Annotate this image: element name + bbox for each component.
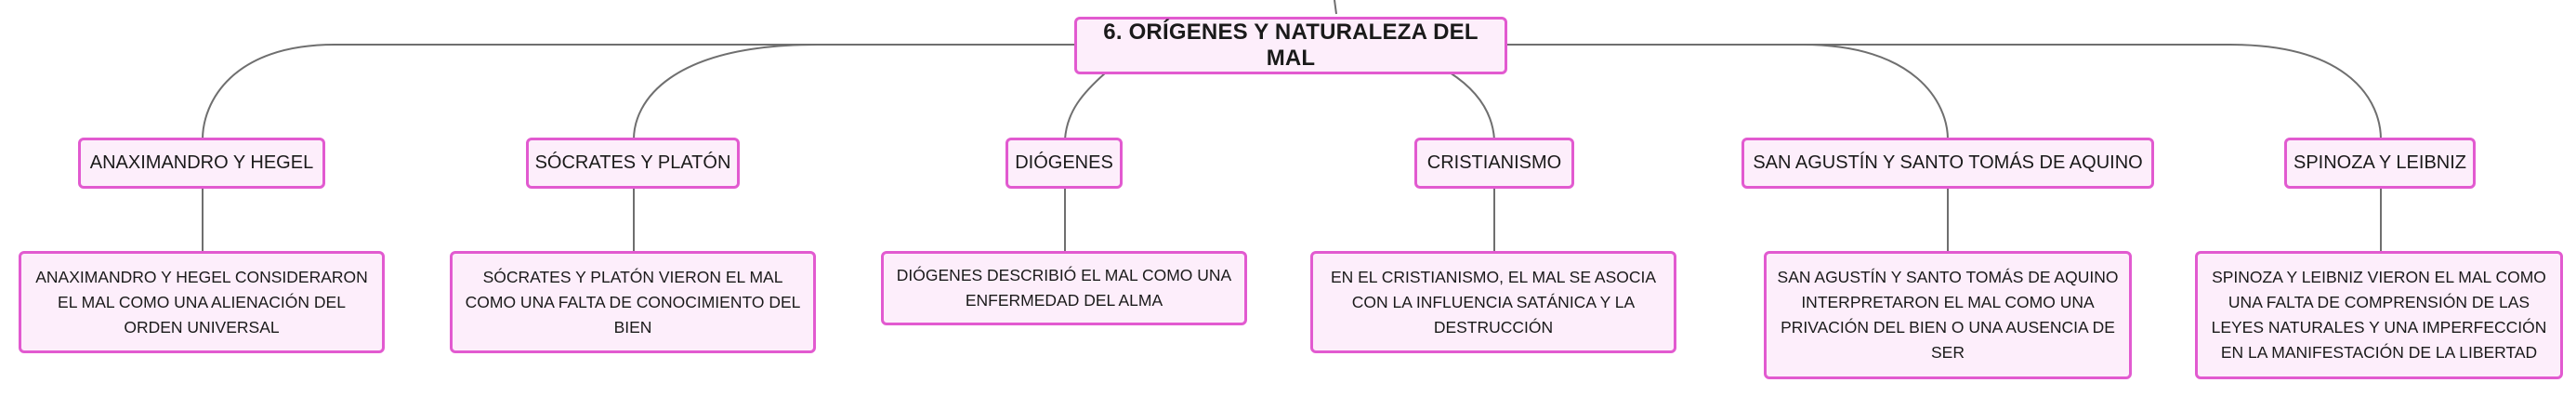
detail-text: ANAXIMANDRO Y HEGEL CONSIDERARON EL MAL … (35, 267, 368, 337)
topic-label: SÓCRATES Y PLATÓN (534, 152, 731, 173)
detail-text: SAN AGUSTÍN Y SANTO TOMÁS DE AQUINO INTE… (1777, 268, 2119, 362)
detail-text: DIÓGENES DESCRIBIÓ EL MAL COMO UNA ENFER… (896, 266, 1232, 310)
topic-node-anaximandro-hegel[interactable]: ANAXIMANDRO Y HEGEL (78, 138, 325, 189)
topic-label: SPINOZA Y LEIBNIZ (2293, 152, 2466, 173)
connector-root-topic-4 (1449, 72, 1495, 140)
connector-root-topic-3 (1064, 72, 1107, 140)
topic-label: CRISTIANISMO (1426, 152, 1562, 173)
topic-label: ANAXIMANDRO Y HEGEL (89, 152, 314, 173)
root-title: 6. ORÍGENES Y NATURALEZA DEL MAL (1103, 20, 1479, 71)
topic-node-diogenes[interactable]: DIÓGENES (1005, 138, 1123, 189)
detail-text: EN EL CRISTIANISMO, EL MAL SE ASOCIA CON… (1330, 267, 1657, 337)
detail-text: SÓCRATES Y PLATÓN VIERON EL MAL COMO UNA… (465, 267, 801, 337)
connector-root-topic-2 (633, 43, 1076, 140)
connector-root-topic-5 (1505, 43, 1949, 140)
detail-node-spinoza-leibniz[interactable]: SPINOZA Y LEIBNIZ VIERON EL MAL COMO UNA… (2195, 251, 2563, 379)
root-node[interactable]: 6. ORÍGENES Y NATURALEZA DEL MAL (1074, 17, 1507, 74)
topic-node-socrates-platon[interactable]: SÓCRATES Y PLATÓN (526, 138, 740, 189)
detail-node-cristianismo[interactable]: EN EL CRISTIANISMO, EL MAL SE ASOCIA CON… (1310, 251, 1676, 353)
detail-node-anaximandro-hegel[interactable]: ANAXIMANDRO Y HEGEL CONSIDERARON EL MAL … (19, 251, 385, 353)
detail-node-san-agustin-santo-tomas[interactable]: SAN AGUSTÍN Y SANTO TOMÁS DE AQUINO INTE… (1764, 251, 2132, 379)
topic-node-spinoza-leibniz[interactable]: SPINOZA Y LEIBNIZ (2284, 138, 2476, 189)
detail-text: SPINOZA Y LEIBNIZ VIERON EL MAL COMO UNA… (2211, 268, 2547, 362)
topic-label: SAN AGUSTÍN Y SANTO TOMÁS DE AQUINO (1753, 152, 2143, 173)
connector-root-parent (1334, 0, 1337, 15)
connector-root-topic-1 (202, 43, 1076, 140)
topic-node-cristianismo[interactable]: CRISTIANISMO (1414, 138, 1574, 189)
topic-label: DIÓGENES (1015, 152, 1113, 173)
detail-node-diogenes[interactable]: DIÓGENES DESCRIBIÓ EL MAL COMO UNA ENFER… (881, 251, 1247, 325)
topic-node-san-agustin-santo-tomas[interactable]: SAN AGUSTÍN Y SANTO TOMÁS DE AQUINO (1741, 138, 2154, 189)
detail-node-socrates-platon[interactable]: SÓCRATES Y PLATÓN VIERON EL MAL COMO UNA… (450, 251, 816, 353)
connector-root-topic-6 (1505, 43, 2382, 140)
